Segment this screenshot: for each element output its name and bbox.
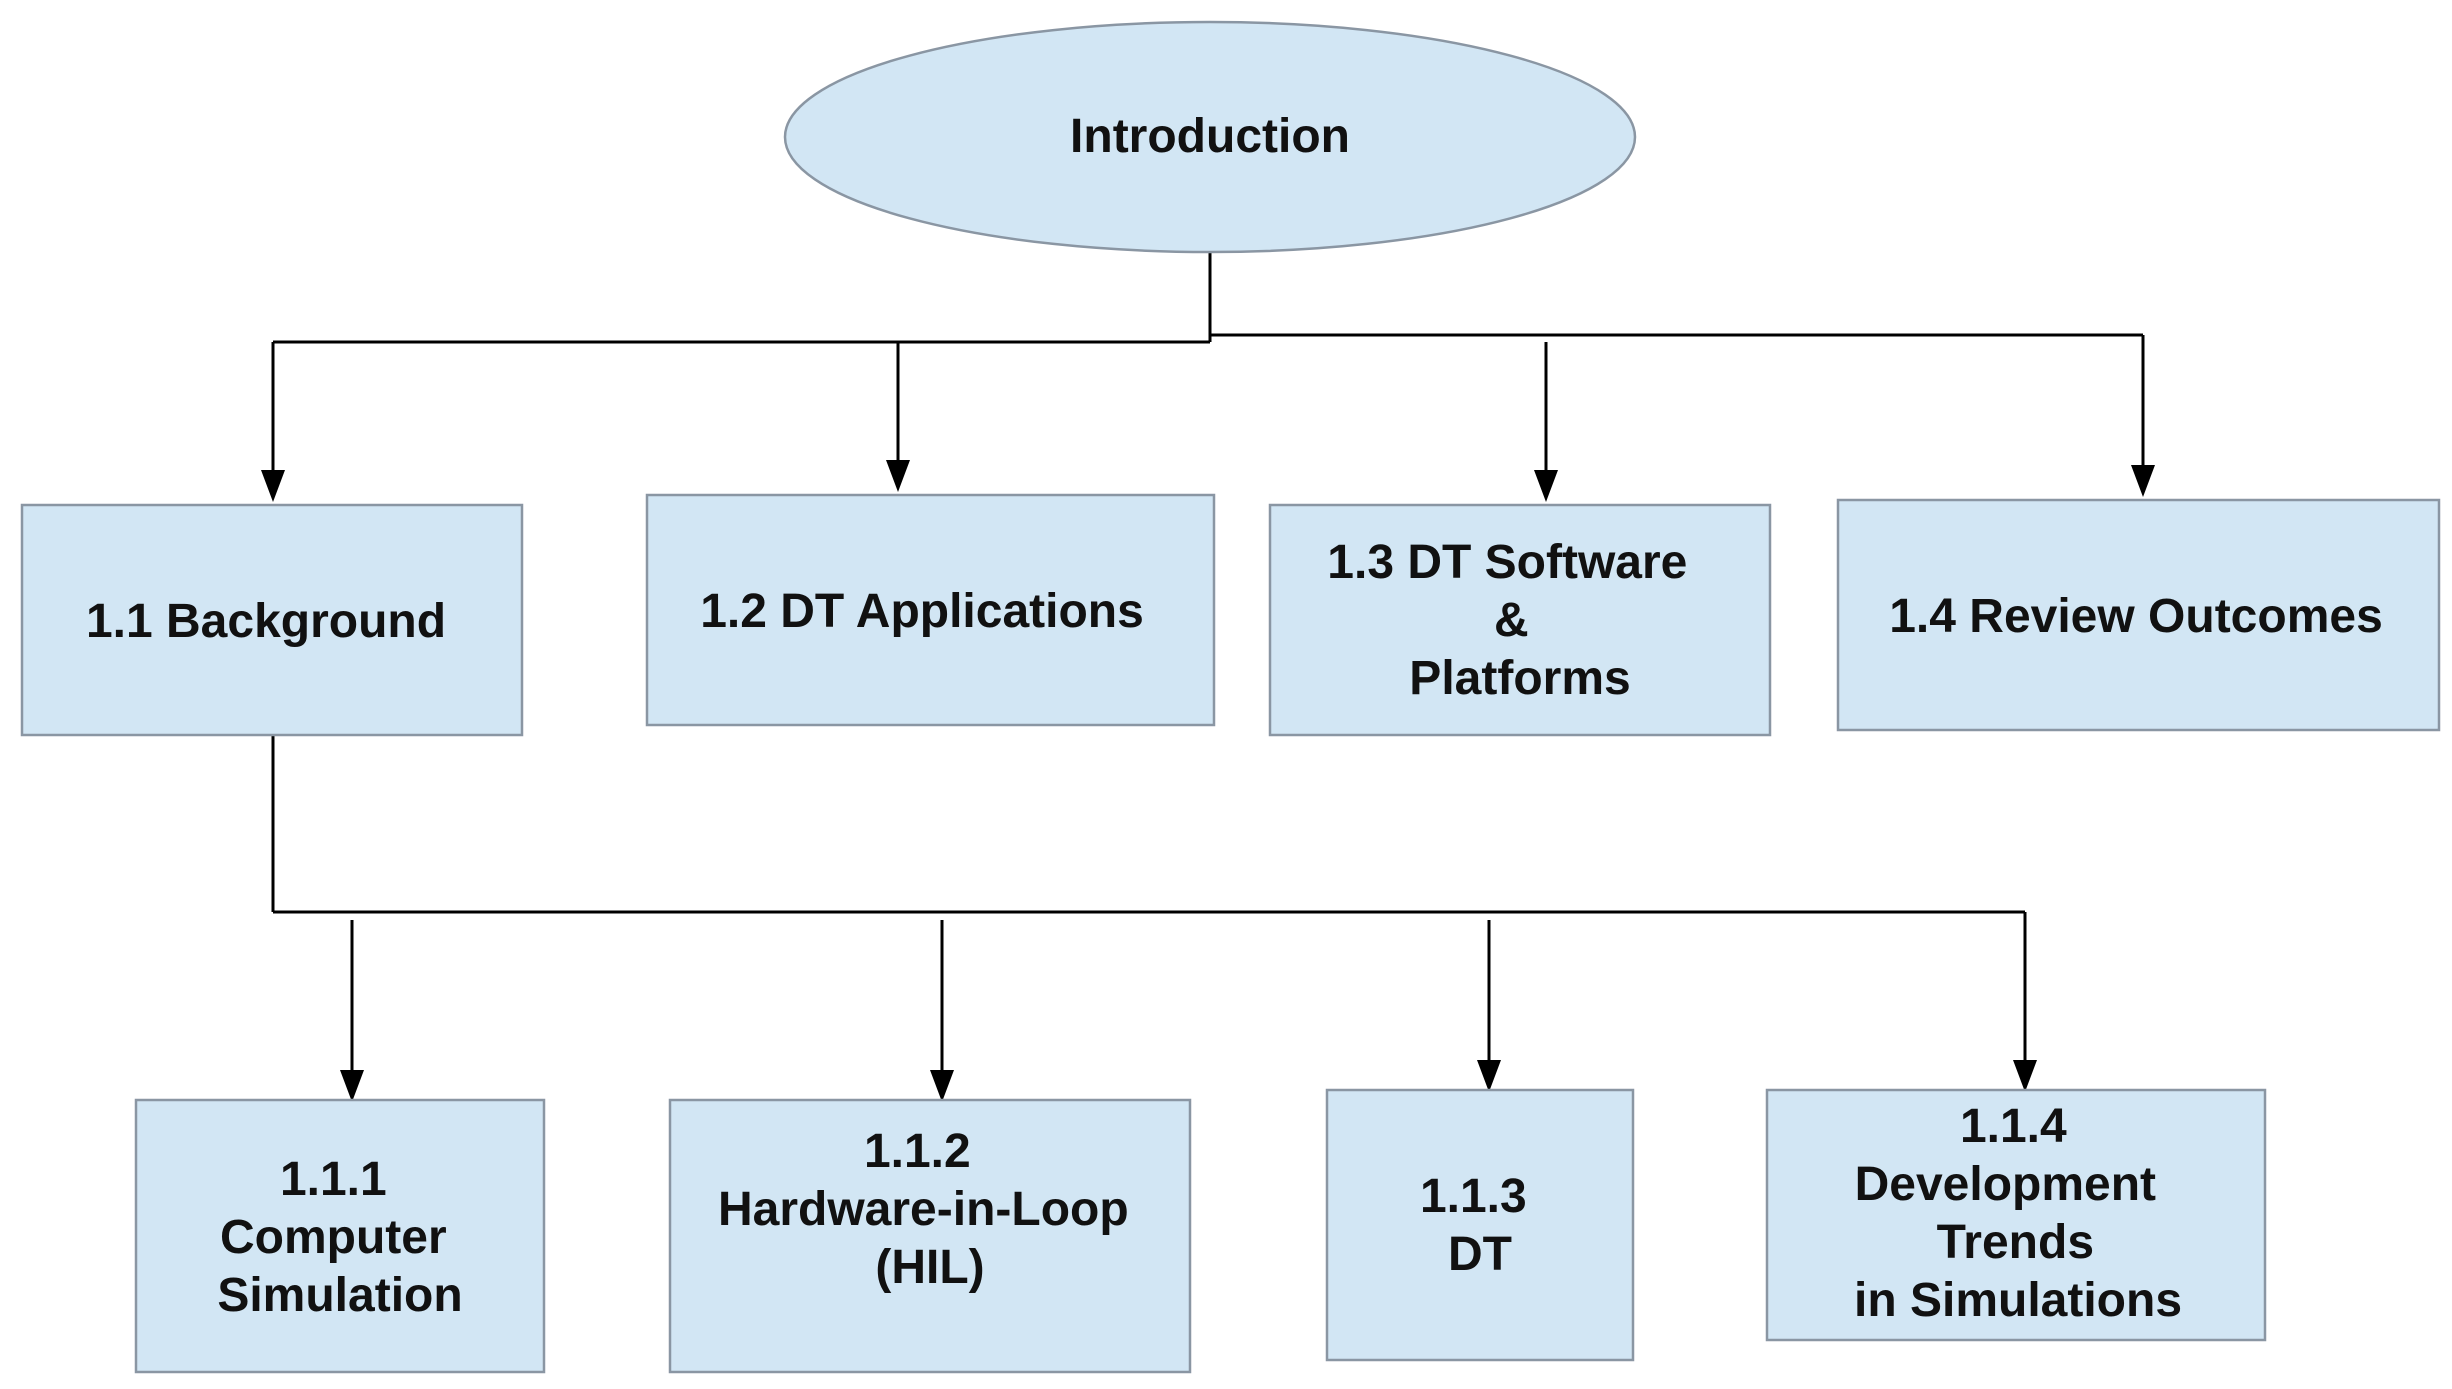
node-1-3-line-3: Platforms xyxy=(1409,652,1630,705)
arrowhead-1-1-1 xyxy=(340,1070,364,1102)
node-1-4: 1.4 Review Outcomes xyxy=(1836,498,2441,732)
level2-nodes: 1.1.1 Computer Simulation 1.1.2 Hardware… xyxy=(134,1088,2267,1374)
node-1-1-3: 1.1.3 DT xyxy=(1325,1088,1635,1362)
node-1-3-line-1: 1.3 DT Software xyxy=(1327,536,1687,589)
node-1-1-1-line-1: 1.1.1 xyxy=(280,1153,387,1206)
node-1-2-label: 1.2 DT Applications xyxy=(700,585,1144,638)
node-1-1-3-line-2: DT xyxy=(1448,1228,1512,1281)
arrowhead-1-1-2 xyxy=(930,1070,954,1102)
arrowhead-1-1-4 xyxy=(2013,1060,2037,1092)
node-1-1-line-1: 1.1 Background xyxy=(86,595,446,648)
node-1-1-2-line-1: 1.1.2 xyxy=(864,1125,971,1178)
node-1-1-1-box xyxy=(134,1098,546,1374)
node-1-1-2: 1.1.2 Hardware-in-Loop (HIL) xyxy=(668,1098,1192,1374)
node-1-1-1-line-2: Computer xyxy=(220,1211,447,1264)
node-1-3-line-2: & xyxy=(1494,594,1529,647)
node-1-1-box xyxy=(20,503,524,737)
node-1-2-line-1: 1.2 DT Applications xyxy=(700,585,1144,638)
node-1-1-2-line-3: (HIL) xyxy=(875,1241,984,1294)
node-1-1-1: 1.1.1 Computer Simulation xyxy=(134,1098,546,1374)
node-1-3-label: 1.3 DT Software & Platforms xyxy=(1327,536,1700,705)
node-1-1-4: 1.1.4 Development Trends in Simulations xyxy=(1765,1088,2267,1342)
node-1-4-line-1: 1.4 Review Outcomes xyxy=(1889,590,2383,643)
node-1-1-4-line-1: 1.1.4 xyxy=(1960,1100,2067,1153)
arrowheads xyxy=(261,460,2155,1102)
root-node: Introduction xyxy=(783,20,1637,254)
node-1-1-4-box xyxy=(1765,1088,2267,1342)
node-1-1-3-label: 1.1.3 DT xyxy=(1420,1170,1540,1281)
node-1-1-1-line-3: Simulation xyxy=(217,1269,462,1322)
node-1-4-label: 1.4 Review Outcomes xyxy=(1889,590,2383,643)
arrowhead-1-1-3 xyxy=(1477,1060,1501,1092)
arrowhead-1-1 xyxy=(261,470,285,502)
node-1-1-2-line-2: Hardware-in-Loop xyxy=(718,1183,1129,1236)
node-1-1-4-line-3: Trends xyxy=(1937,1216,2094,1269)
node-1-3-box xyxy=(1268,503,1772,737)
connectors xyxy=(271,252,2145,1075)
node-1-1: 1.1 Background xyxy=(20,503,524,737)
node-1-1-1-label: 1.1.1 Computer Simulation xyxy=(217,1153,462,1322)
node-1-2: 1.2 DT Applications xyxy=(645,493,1216,727)
node-1-2-box xyxy=(645,493,1216,727)
arrowhead-1-2 xyxy=(886,460,910,492)
level1-nodes: 1.1 Background 1.2 DT Applications 1.3 D… xyxy=(20,493,2441,737)
root-label: Introduction xyxy=(1070,110,1350,163)
node-1-4-box xyxy=(1836,498,2441,732)
node-1-1-3-box xyxy=(1325,1088,1635,1362)
arrowhead-1-3 xyxy=(1534,470,1558,502)
node-1-1-4-label: 1.1.4 Development Trends in Simulations xyxy=(1854,1100,2182,1327)
root-ellipse xyxy=(783,20,1637,254)
node-1-3: 1.3 DT Software & Platforms xyxy=(1268,503,1772,737)
node-1-1-2-box xyxy=(668,1098,1192,1374)
arrowhead-1-4 xyxy=(2131,465,2155,497)
node-1-1-2-label: 1.1.2 Hardware-in-Loop (HIL) xyxy=(718,1125,1142,1294)
node-1-1-4-line-2: Development xyxy=(1855,1158,2156,1211)
node-1-1-4-line-4: in Simulations xyxy=(1854,1274,2182,1327)
node-1-1-3-line-1: 1.1.3 xyxy=(1420,1170,1527,1223)
node-1-1-label: 1.1 Background xyxy=(86,595,446,648)
